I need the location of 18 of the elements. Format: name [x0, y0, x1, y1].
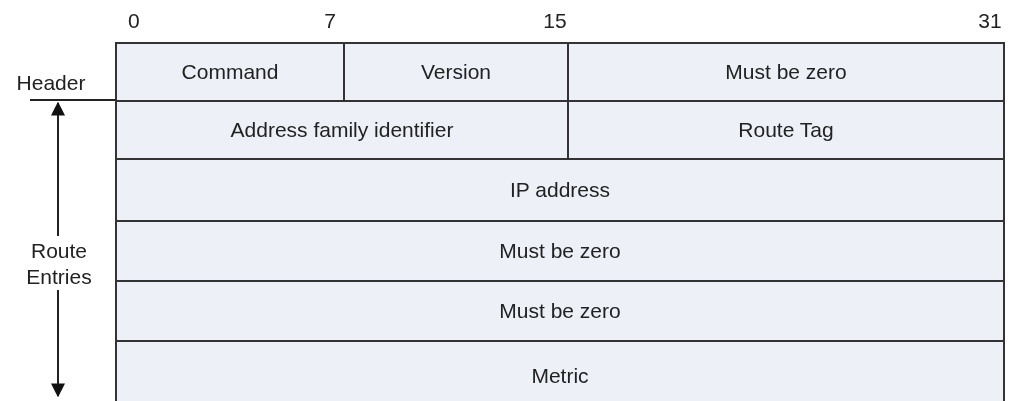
field-cell	[567, 100, 1005, 160]
field-name: Metric	[531, 364, 589, 388]
field-name: Version	[420, 60, 491, 84]
field-name: Address family identifier	[230, 118, 454, 142]
field-name: Must be zero	[499, 299, 621, 323]
field-cell	[567, 42, 1005, 102]
field-cell	[115, 158, 1005, 222]
field-name: Must be zero	[499, 239, 621, 263]
field-cell	[115, 100, 569, 160]
field-name: IP address	[510, 178, 610, 202]
field-name: Command	[181, 60, 279, 84]
field-cell	[115, 280, 1005, 342]
field-cell	[343, 42, 569, 102]
field-cell	[115, 340, 1005, 401]
field-cell	[115, 220, 1005, 282]
field-cell	[115, 42, 345, 102]
field-name: Must be zero	[725, 60, 847, 84]
field-name: Route Tag	[738, 118, 834, 142]
